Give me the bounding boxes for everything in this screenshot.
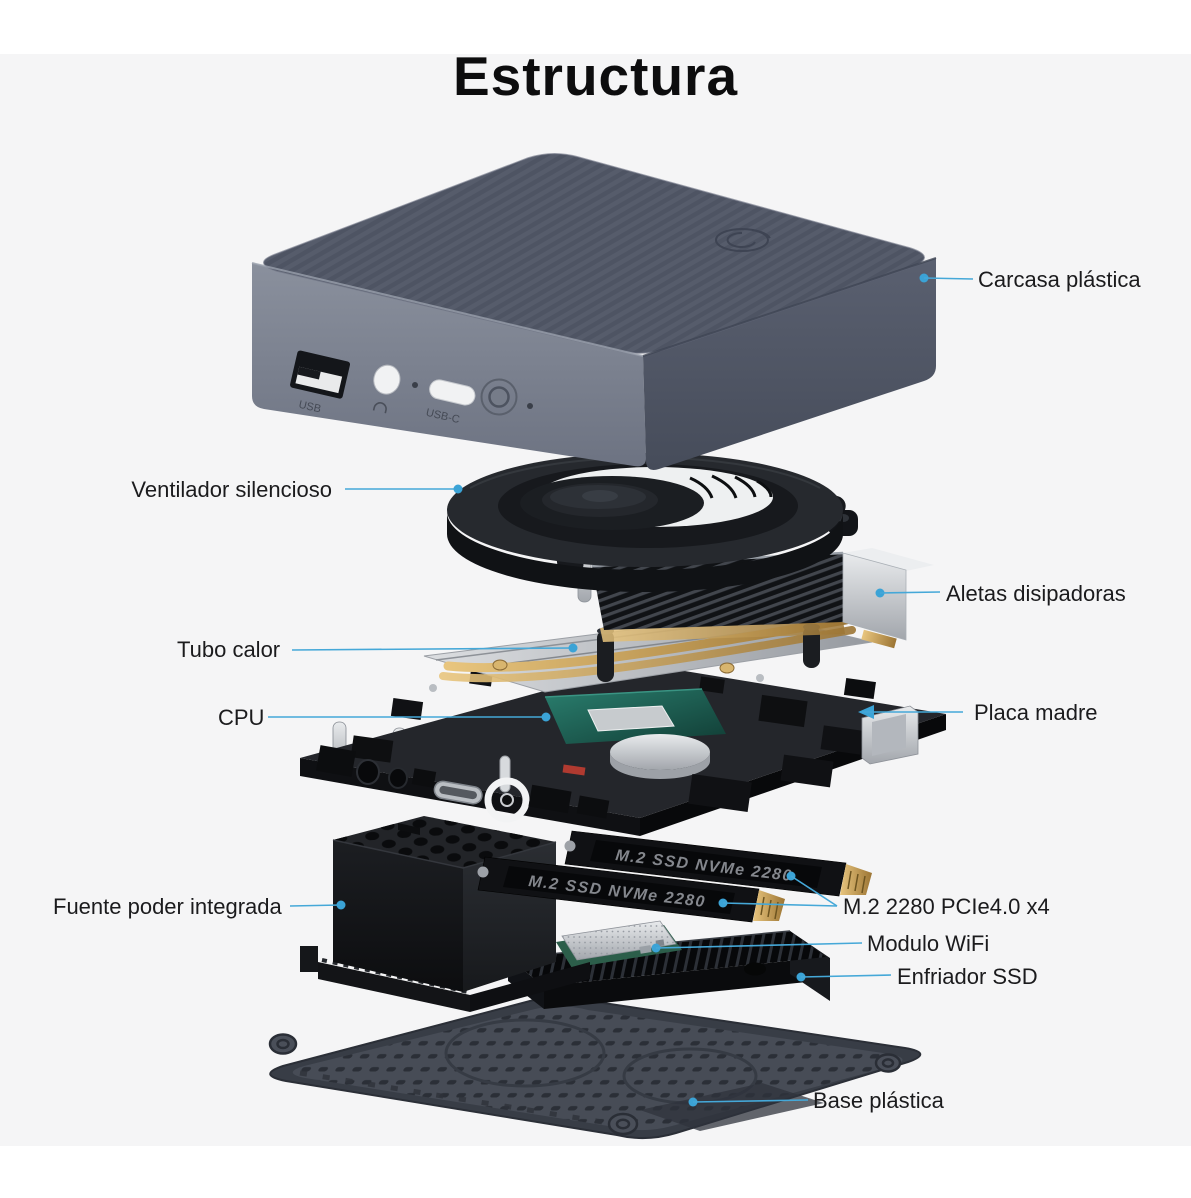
brand-logo xyxy=(715,228,771,252)
base-screw-bosses xyxy=(268,1033,902,1136)
leader-base xyxy=(688,1097,809,1107)
leader-placa xyxy=(858,705,963,719)
front-ports: USB USB-C xyxy=(290,350,533,426)
ssd-stick-lower: M.2 SSD NVMe 2280 xyxy=(477,856,785,923)
callout-base: Base plástica xyxy=(813,1088,944,1113)
mobo-components xyxy=(350,662,876,763)
leader-fuente xyxy=(289,900,346,910)
standoff-cylinder xyxy=(803,626,820,668)
led-hole xyxy=(527,403,533,409)
power-supply xyxy=(300,816,590,1012)
standoff-ring xyxy=(484,777,530,823)
io-bracket xyxy=(861,705,919,765)
callout-wifi: Modulo WiFi xyxy=(867,931,990,956)
callout-aletas: Aletas disipadoras xyxy=(946,581,1126,606)
leader-aletas xyxy=(875,588,941,598)
leader-tubo xyxy=(291,643,578,653)
callout-ventilador: Ventilador silencioso xyxy=(131,477,332,502)
standoff-cylinder xyxy=(597,630,614,682)
cooling-fan xyxy=(447,453,858,603)
callout-tubo: Tubo calor xyxy=(177,637,281,662)
usb-print: USB xyxy=(297,399,322,416)
leader-m2 xyxy=(718,871,838,908)
leader-wifi xyxy=(651,942,863,953)
leader-enfriador xyxy=(796,972,892,982)
callout-fuente: Fuente poder integrada xyxy=(53,894,282,919)
wifi-module xyxy=(556,920,682,968)
audio-jack xyxy=(372,364,401,414)
cmos-battery xyxy=(610,734,710,779)
ssd-stick-upper: M.2 SSD NVMe 2280 xyxy=(564,830,872,897)
callout-m2: M.2 2280 PCIe4.0 x4 xyxy=(843,894,1050,919)
leader-carcasa xyxy=(919,273,974,283)
power-button xyxy=(480,378,518,416)
callout-cpu: CPU xyxy=(218,705,265,730)
leader-ventilador xyxy=(345,484,463,494)
leader-cpu xyxy=(268,712,551,722)
callout-placa: Placa madre xyxy=(974,700,1098,725)
usb-a-port: USB xyxy=(290,350,351,416)
headset-icon xyxy=(372,402,387,414)
usbc-connector xyxy=(433,780,483,805)
callout-enfriador: Enfriador SSD xyxy=(897,964,1038,989)
front-io-connectors xyxy=(316,745,834,823)
cpu-chip xyxy=(544,688,726,744)
base-plate xyxy=(268,996,922,1139)
leader-lines xyxy=(268,273,974,1107)
callout-carcasa: Carcasa plástica xyxy=(978,267,1141,292)
mic-hole xyxy=(412,382,418,388)
page-title: Estructura xyxy=(452,45,739,107)
motherboard xyxy=(300,662,946,836)
case-shell: USB USB-C xyxy=(251,153,937,470)
fan-blades xyxy=(689,474,773,499)
